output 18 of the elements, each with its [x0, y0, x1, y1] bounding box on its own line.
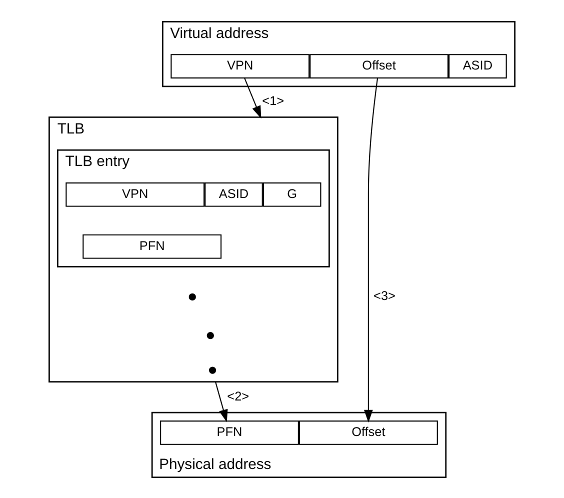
node-box: PFN [160, 420, 299, 444]
node-box: VPN [66, 182, 205, 206]
node-box: Offset [310, 54, 449, 78]
node-box: VPN [170, 54, 310, 78]
node-circle [188, 292, 196, 300]
node-box: Offset [298, 420, 438, 444]
node-box: ASID [204, 182, 263, 206]
arrow [244, 77, 262, 118]
arrow [364, 78, 378, 422]
edge-label: <1> [262, 92, 284, 108]
node-circle [208, 366, 216, 374]
node-box: ASID [448, 54, 507, 78]
edge-label: <3> [374, 288, 396, 303]
node-box: G [262, 182, 322, 206]
node-circle [206, 331, 214, 339]
edge-label: <2> [227, 388, 250, 403]
arrow [214, 381, 228, 422]
node-box: PFN [82, 234, 222, 258]
